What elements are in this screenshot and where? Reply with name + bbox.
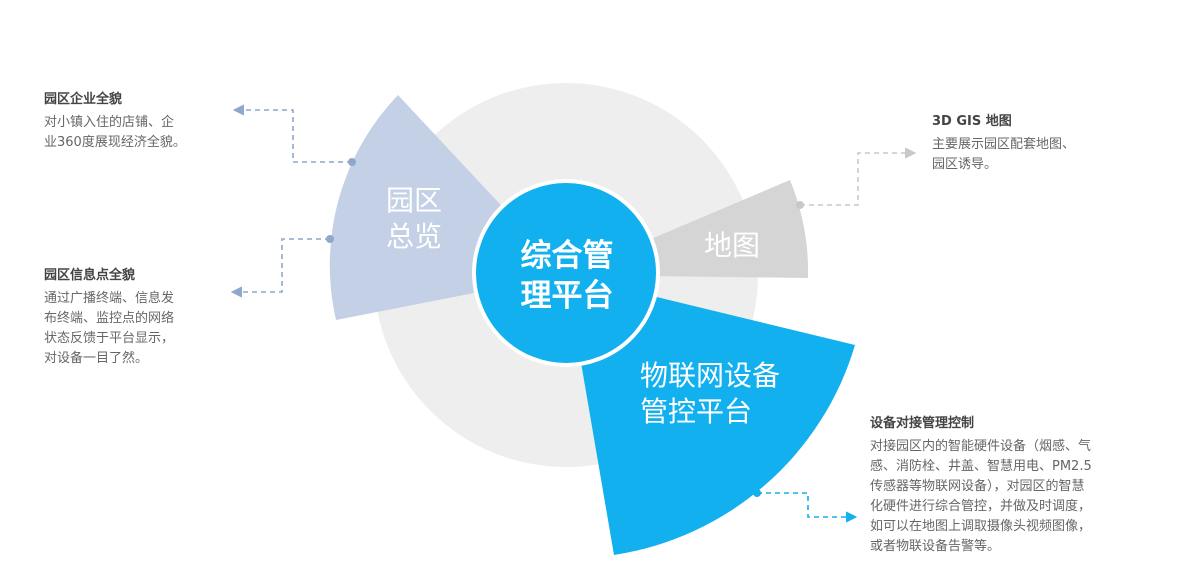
connector-gis — [800, 147, 917, 206]
annotation-device-title: 设备对接管理控制 — [870, 416, 975, 431]
sector-map-label: 地图 — [704, 229, 761, 262]
annotation-gis-title: 3D GIS 地图 — [932, 114, 1012, 129]
annotation-enterprise-title: 园区企业全貌 — [44, 92, 123, 107]
annotation-gis-line: 园区诱导。 — [932, 157, 998, 172]
annotation-info-points-body: 通过广播终端、信息发 布终端、监控点的网络 状态反馈于平台显示， 对设备一目了然… — [44, 289, 244, 369]
annotation-info-points-line: 通过广播终端、信息发 — [44, 291, 175, 306]
annotation-info-points: 园区信息点全貌 通过广播终端、信息发 布终端、监控点的网络 状态反馈于平台显示，… — [44, 266, 244, 369]
center-label-line1: 综合管 — [520, 238, 614, 274]
annotation-device: 设备对接管理控制 对接园区内的智能硬件设备（烟感、气 感、消防栓、井盖、智慧用电… — [870, 414, 1170, 557]
sector-iot-line1: 物联网设备 — [640, 359, 781, 392]
sector-park-overview-line2: 总览 — [386, 220, 443, 253]
annotation-enterprise: 园区企业全貌 对小镇入住的店铺、企 业360度展现经济全貌。 — [44, 90, 244, 153]
connector-device — [757, 492, 858, 523]
center-label-line2: 理平台 — [520, 278, 614, 314]
sector-iot-line2: 管控平台 — [640, 395, 753, 428]
sector-iot — [566, 275, 855, 555]
annotation-device-line: 如可以在地图上调取摄像头视频图像， — [870, 519, 1092, 534]
annotation-gis-body: 主要展示园区配套地图、 园区诱导。 — [932, 135, 1132, 175]
annotation-device-body: 对接园区内的智能硬件设备（烟感、气 感、消防栓、井盖、智慧用电、PM2.5 传感… — [870, 437, 1170, 557]
annotation-device-line: 感、消防栓、井盖、智慧用电、PM2.5 — [870, 459, 1092, 474]
connector-dot-device — [753, 489, 761, 497]
annotation-info-points-line: 对设备一目了然。 — [44, 351, 149, 366]
sector-park-overview-label: 园区 总览 — [386, 183, 442, 255]
connector-dot-info-points — [326, 235, 334, 243]
annotation-gis: 3D GIS 地图 主要展示园区配套地图、 园区诱导。 — [932, 112, 1132, 175]
annotation-enterprise-line: 对小镇入住的店铺、企 — [44, 115, 175, 130]
connector-dot-gis — [796, 201, 804, 209]
annotation-info-points-title: 园区信息点全貌 — [44, 268, 136, 283]
annotation-info-points-line: 布终端、监控点的网络 — [44, 311, 175, 326]
annotation-device-line: 对接园区内的智能硬件设备（烟感、气 — [870, 439, 1092, 454]
annotation-device-line: 化硬件进行综合管控，并做及时调度， — [870, 499, 1092, 514]
sector-park-overview-line1: 园区 — [386, 184, 443, 217]
connector-enterprise — [232, 104, 352, 163]
annotation-info-points-line: 状态反馈于平台显示， — [44, 331, 175, 346]
annotation-gis-line: 主要展示园区配套地图、 — [932, 137, 1076, 152]
annotation-device-line: 传感器等物联网设备），对园区的智慧 — [870, 479, 1085, 494]
center-hub — [474, 181, 658, 365]
annotation-enterprise-body: 对小镇入住的店铺、企 业360度展现经济全貌。 — [44, 113, 244, 153]
annotation-enterprise-line: 业360度展现经济全貌。 — [44, 135, 186, 150]
center-label: 综合管 理平台 — [478, 236, 656, 316]
connector-info-points — [230, 238, 330, 298]
annotation-device-line: 或者物联设备告警等。 — [870, 539, 1001, 554]
center-hub-ring — [472, 179, 660, 367]
connector-dot-enterprise — [348, 158, 356, 166]
sector-iot-label: 物联网设备 管控平台 — [640, 358, 780, 430]
